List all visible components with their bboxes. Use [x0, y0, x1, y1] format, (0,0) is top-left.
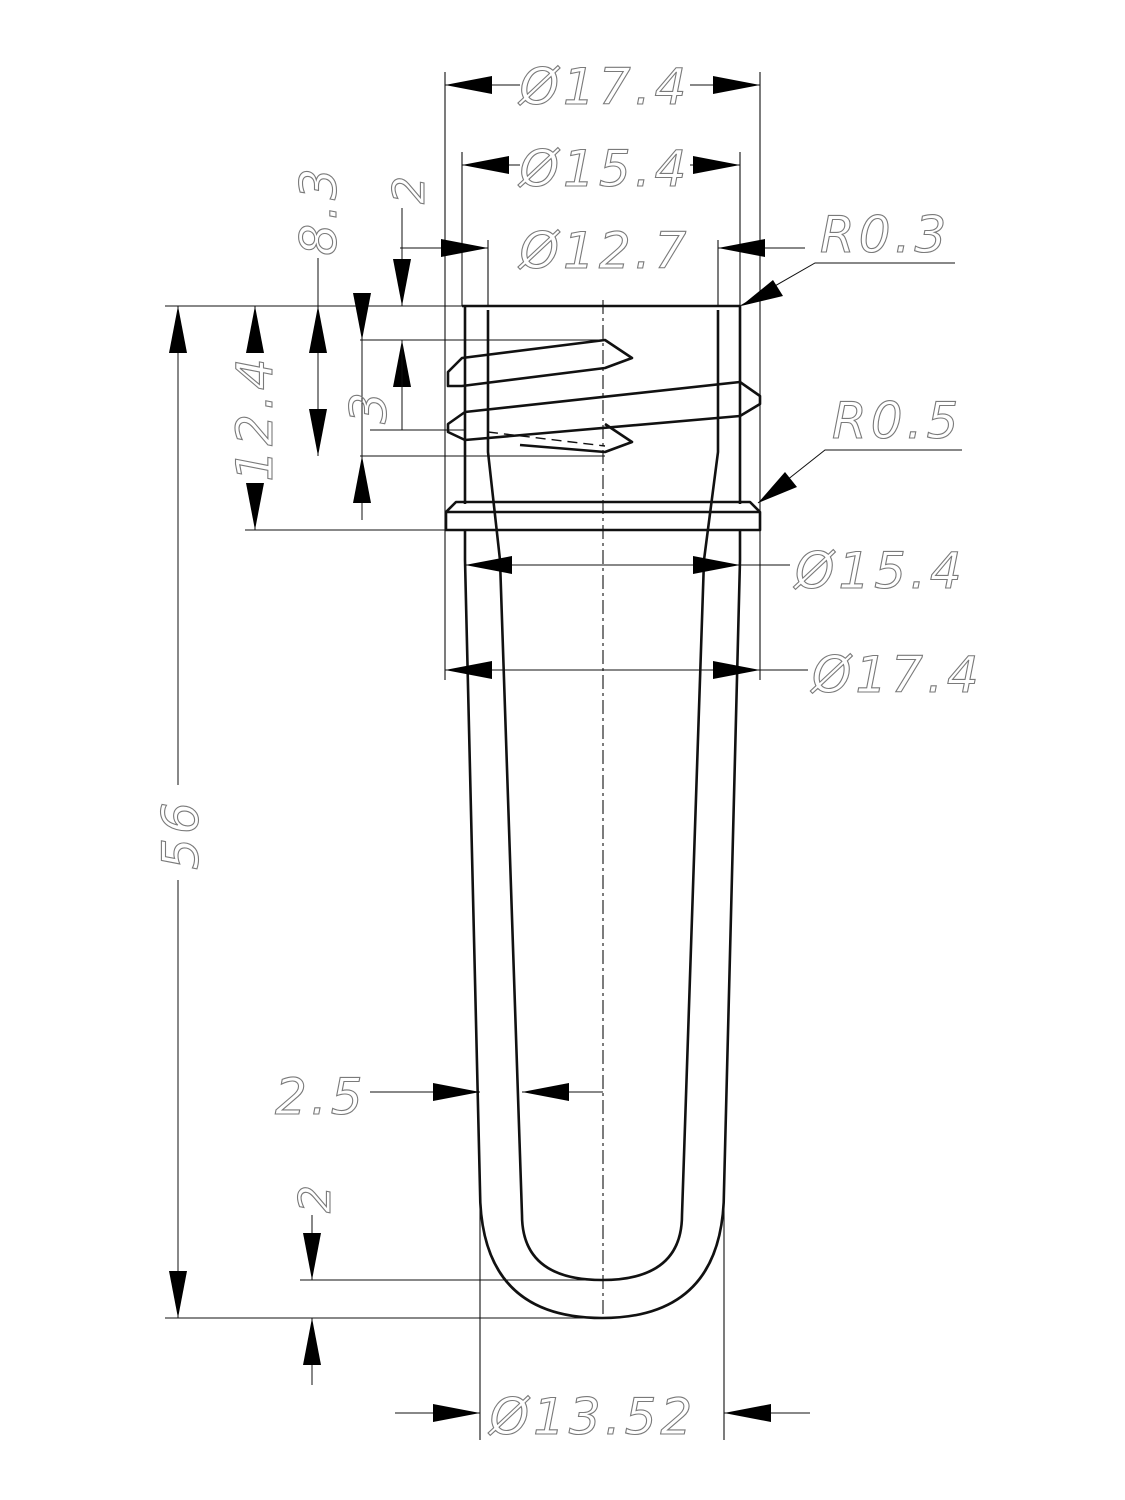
arrow-head: [693, 156, 740, 174]
arrow-head: [741, 280, 783, 306]
preform-outline: [444, 300, 762, 1320]
arrow-head: [309, 306, 327, 353]
dim-label-total-height: 56: [152, 798, 210, 870]
neck-finish: [462, 304, 742, 504]
arrow-head: [758, 472, 797, 503]
arrow-head: [433, 1083, 480, 1101]
dim-label-top-mid-diameter: Ø15.4: [518, 140, 691, 198]
dim-label-neck-height: 12.4: [226, 354, 284, 481]
thread-upper: [446, 338, 634, 388]
thread-hidden-edge: [487, 431, 606, 447]
dimension-lines: [169, 76, 962, 1422]
arrow-head: [441, 239, 488, 257]
dimension-labels: Ø17.4 Ø15.4 Ø12.7 R0.3 R0.5 Ø15.4 Ø17.4 …: [151, 57, 983, 1446]
arrow-head: [522, 1083, 569, 1101]
dim-label-body-inner-diameter: Ø15.4: [793, 542, 966, 600]
arrow-head: [353, 293, 371, 340]
dim-label-top-outer-diameter: Ø17.4: [518, 58, 691, 116]
arrow-head: [303, 1318, 321, 1365]
arrow-head: [465, 556, 512, 574]
dim-label-radius-top: R0.3: [820, 206, 950, 264]
thread-middle: [446, 380, 762, 442]
arrow-head: [246, 306, 264, 353]
arrow-head: [693, 556, 740, 574]
body-outer: [463, 530, 742, 1320]
arrow-head: [433, 1404, 480, 1422]
thread-lower: [519, 422, 634, 454]
arrow-head: [169, 306, 187, 353]
arrow-head: [445, 661, 492, 679]
arrow-head: [309, 409, 327, 456]
arrow-head: [445, 76, 492, 94]
arrow-head: [303, 1233, 321, 1280]
dim-label-thread-height: 8.3: [290, 164, 348, 256]
arrow-head: [724, 1404, 771, 1422]
dim-label-thread-pitch: 3: [340, 388, 398, 424]
dim-label-radius-collar: R0.5: [832, 392, 962, 450]
arrow-head: [246, 483, 264, 530]
extension-lines: [165, 72, 761, 1440]
dim-label-wall-thickness: 2.5: [275, 1068, 367, 1126]
dim-label-bottom-diameter: Ø13.52: [488, 1388, 697, 1446]
dim-label-top-offset: 2: [384, 172, 435, 204]
dim-label-bottom-thickness: 2: [290, 1181, 341, 1213]
arrow-head: [713, 661, 760, 679]
dim-label-top-inner-diameter: Ø12.7: [518, 222, 691, 280]
arrow-head: [169, 1271, 187, 1318]
arrow-head: [393, 259, 411, 306]
arrow-head: [353, 456, 371, 503]
arrow-head: [462, 156, 509, 174]
arrow-head: [713, 76, 760, 94]
arrow-head: [718, 239, 765, 257]
dim-label-body-outer-diameter: Ø17.4: [810, 646, 983, 704]
